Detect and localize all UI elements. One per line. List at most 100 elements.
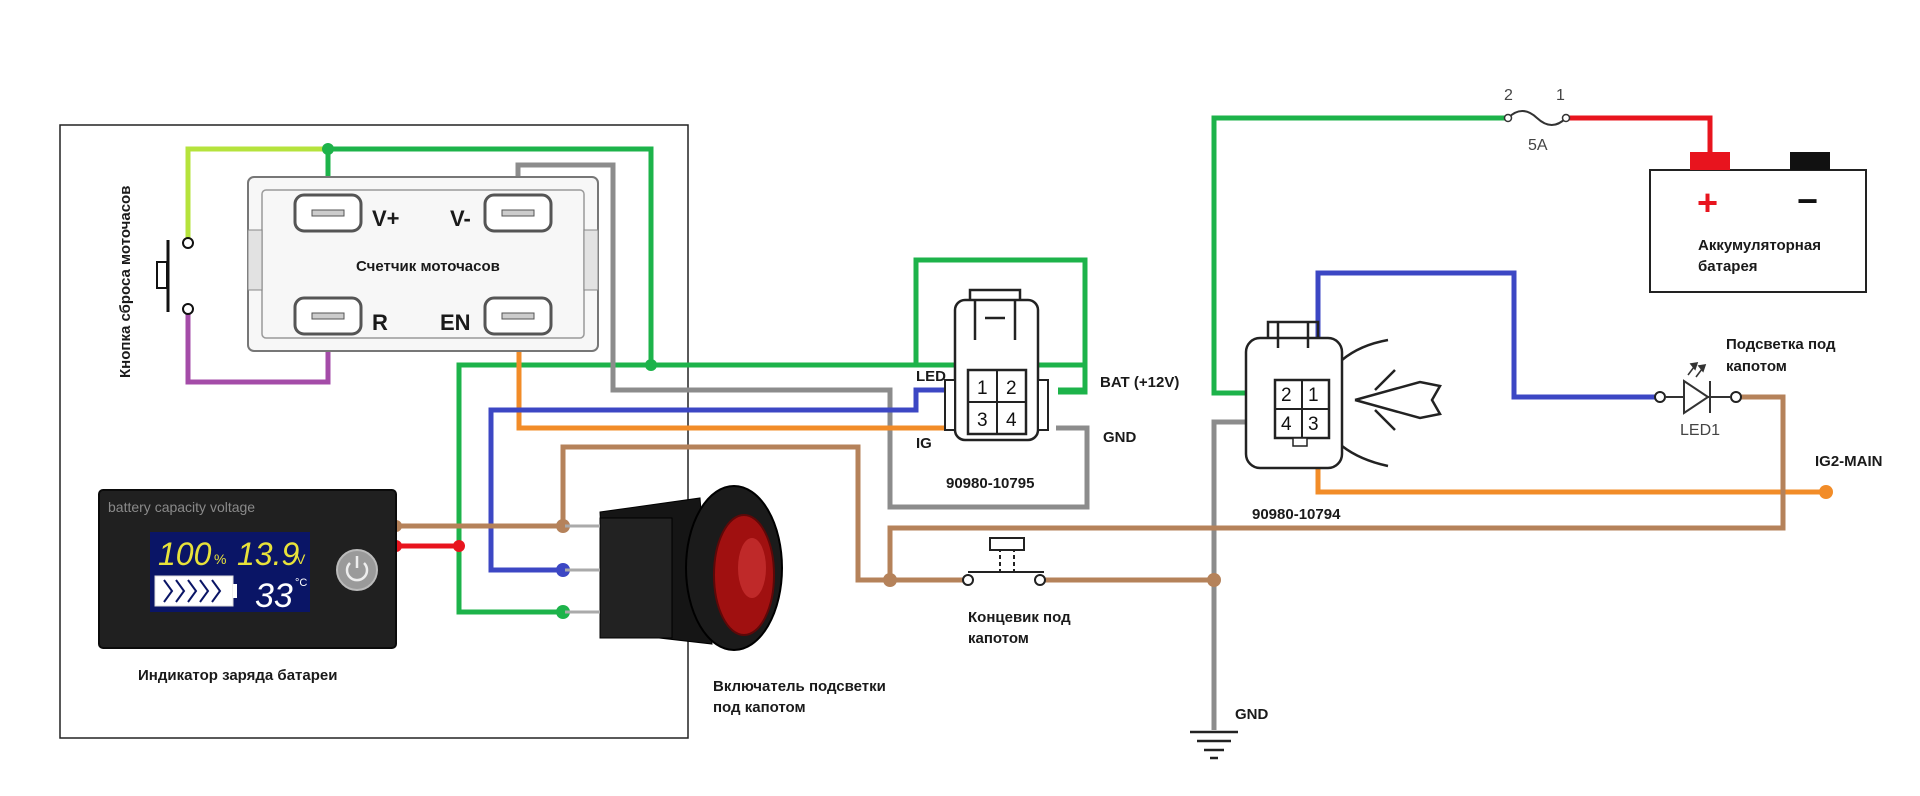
fuse-terminal [1561,113,1571,123]
connector-b-part: 90980-10794 [1252,506,1341,523]
terminal-vminus-blade [501,209,535,217]
switch-body [599,517,673,639]
battery-label-2: батарея [1698,258,1758,275]
connector-10794: 2 1 4 3 90980-10794 [1244,320,1442,523]
battery-indicator: battery capacity voltage 100 % 13.9 V 33… [98,489,397,684]
rocker-switch-label-2: под капотом [713,699,806,716]
reset-actuator [156,261,168,289]
rocker-switch: Включатель подсветки под капотом [565,485,886,716]
junction-dot [1207,573,1221,587]
connector-b-pin: 2 [1281,385,1292,406]
connector-a-led-label: LED [916,368,946,385]
battery-indicator-label: Индикатор заряда батареи [138,667,337,684]
wire-purple [185,309,331,385]
pin-label-r: R [372,310,388,335]
junction-dot [645,359,657,371]
connector-a-gnd-label: GND [1103,429,1137,446]
fuse-rating: 5A [1528,137,1548,154]
hour-meter-tab-right [583,229,599,291]
terminal-en-blade [501,312,535,320]
reset-terminal-top [182,237,194,249]
limit-switch-label-2: капотом [968,630,1029,647]
led-light-arrows [1687,361,1707,378]
led-terminal [1730,391,1742,403]
junction-dot [883,573,897,587]
enclosure-box [59,124,689,739]
junction-dot [453,540,465,552]
wire-green-fuse [1211,115,1508,396]
led-label-1: Подсветка под [1726,336,1836,353]
led-ref: LED1 [1680,422,1720,439]
connector-a-pin: 2 [1006,378,1017,399]
wire-blue-led [1315,270,1660,400]
fuse: 2 1 5A [1503,87,1571,154]
hour-meter: V+ V- R EN Счетчик моточасов [247,176,599,352]
reset-button: Кнопка сброса моточасов [117,186,194,378]
junction-dot [556,519,570,533]
pin-label-vplus: V+ [372,206,400,231]
indicator-voltage-unit: V [296,551,306,567]
wire-red-fuse [1566,115,1713,152]
battery-bar-icon-tip [233,584,237,598]
connector-a-pin: 1 [977,378,988,399]
battery-bar-icon [154,575,234,607]
connector-a-part: 90980-10795 [946,475,1034,492]
limit-terminal [962,574,974,586]
fuse-pin-left: 2 [1504,87,1513,104]
junction-dot [556,605,570,619]
battery-minus-sign: − [1797,180,1818,221]
indicator-percent-unit: % [214,551,226,567]
ground-symbol [1190,730,1238,760]
junction-dot [322,143,334,155]
connector-a-bat-label: BAT (+12V) [1100,374,1179,391]
wire-blue-switch [488,387,948,573]
connector-b-key [1292,437,1308,447]
rocker-switch-label-1: Включатель подсветки [713,678,886,695]
battery-bar-segments [163,579,222,603]
connector-b-pin: 4 [1281,414,1292,435]
battery-plus-sign: + [1697,182,1718,223]
terminal-vplus-blade [311,209,345,217]
wires [185,115,1826,730]
hour-meter-title: Счетчик моточасов [356,258,500,275]
indicator-voltage: 13.9 [237,536,299,572]
switch-rocker-highlight [738,538,766,598]
connector-a-ig-label: IG [916,435,932,452]
connector-a-pin: 3 [977,410,988,431]
indicator-temperature: 33 [255,577,293,615]
ig2-main-label: IG2-MAIN [1815,453,1883,470]
connector-b-clip [1341,338,1442,468]
limit-terminal [1034,574,1046,586]
limit-switch-label-1: Концевик под [968,609,1071,626]
wire-orange-en [516,326,948,431]
fuse-pin-right: 1 [1556,87,1565,104]
junction-dot [1819,485,1833,499]
battery-label-1: Аккумуляторная [1698,237,1821,254]
wire-brown-led [887,394,1786,580]
wire-lime [185,146,328,243]
connector-b-pin: 1 [1308,385,1319,406]
ground-label: GND [1235,706,1269,723]
led-terminal [1654,391,1666,403]
connector-a-flange-left [944,379,956,431]
hour-meter-tab-left [247,229,263,291]
battery-terminal-plus [1690,152,1730,170]
indicator-caption: battery capacity voltage [108,499,255,515]
led-label-2: капотом [1726,358,1787,375]
battery-terminal-minus [1790,152,1830,170]
led: LED1 Подсветка под капотом [1654,336,1836,439]
connector-a-latch [968,288,1022,340]
wire-green-switch [456,257,1088,615]
connector-a-flange-right [1037,379,1049,431]
power-icon [336,549,378,591]
led-diode [1683,379,1710,415]
fuse-element [1507,110,1567,126]
car-battery: + − Аккумуляторная батарея [1649,152,1867,293]
power-icon-glyph [345,562,369,582]
connector-10795: 1 2 3 4 LED IG BAT (+12V) GND 90980-1079… [916,288,1179,492]
connector-a-pin: 4 [1006,410,1017,431]
connector-b-pin: 3 [1308,414,1319,435]
junction-dot [556,563,570,577]
